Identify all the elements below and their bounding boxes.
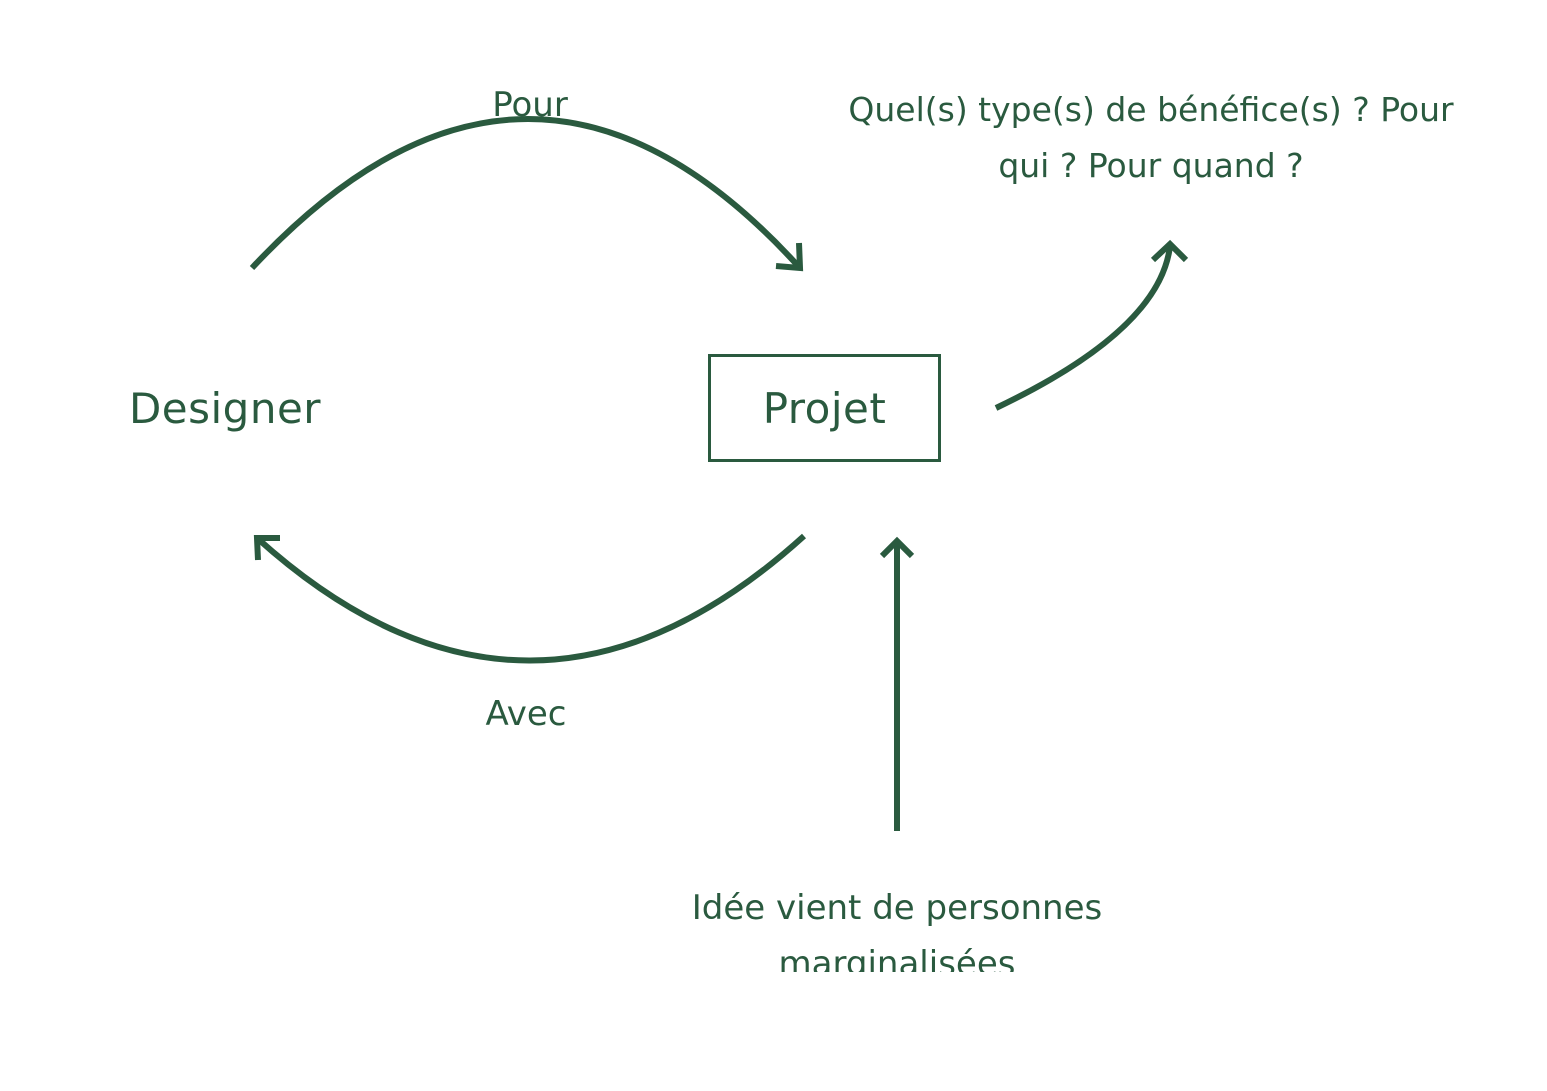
note-idee-origin: Idée vient de personnes marginalisées (691, 888, 1103, 972)
edge-label-pour: Pour (492, 85, 568, 125)
arrow-idee-head (879, 536, 915, 559)
node-designer: Designer (128, 384, 322, 433)
arrow-benefice-path (994, 245, 1173, 411)
note-benefice-question: Quel(s) type(s) de bénéfice(s) ? Pour qu… (848, 90, 1454, 185)
node-projet: Projet (708, 354, 941, 462)
arrow-pour-path (249, 116, 803, 271)
arrow-avec-path (254, 533, 807, 664)
node-projet-label: Projet (762, 383, 887, 433)
arrow-avec-head (253, 535, 280, 561)
edge-label-avec: Avec (485, 694, 567, 734)
arrow-benefice-head (1150, 239, 1189, 263)
arrow-pour-head (775, 242, 804, 272)
